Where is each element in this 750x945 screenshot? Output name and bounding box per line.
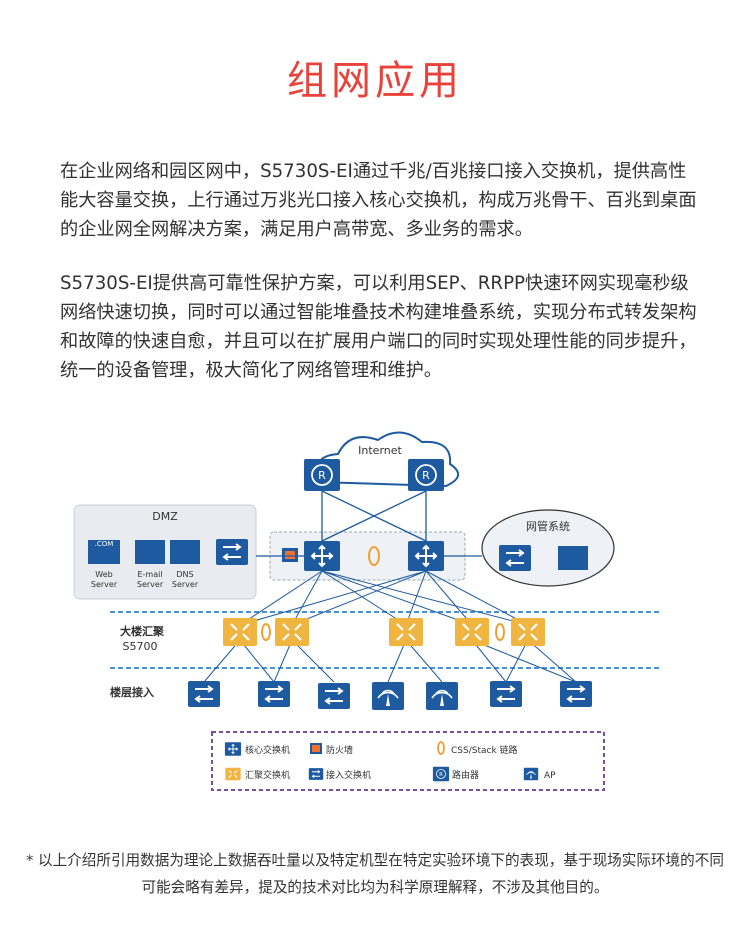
web-server-icon bbox=[88, 540, 120, 564]
svg-text:路由器: 路由器 bbox=[452, 769, 479, 781]
router-icon bbox=[407, 458, 445, 492]
ap-icon bbox=[371, 681, 405, 711]
svg-text:E-mail: E-mail bbox=[137, 570, 162, 579]
svg-text:核心交换机: 核心交换机 bbox=[245, 744, 290, 756]
footnote: * 以上介绍所引用数据为理论上数据吞吐量以及特定机型在特定实验环境下的表现，基于… bbox=[26, 852, 724, 896]
svg-text:Server: Server bbox=[137, 580, 164, 589]
core-switch-icon bbox=[407, 540, 445, 572]
svg-text:接入交换机: 接入交换机 bbox=[326, 769, 371, 781]
legend: 核心交换机 防火墙 CSS/Stack 链路 汇聚交换机 接入交换机 路由器 A… bbox=[211, 731, 605, 791]
svg-text:Server: Server bbox=[172, 580, 199, 589]
access-switch-icon bbox=[317, 682, 351, 710]
access-switch-icon bbox=[187, 680, 221, 708]
internet-label: Internet bbox=[358, 444, 402, 457]
css-stack-link-icon bbox=[368, 546, 380, 566]
dmz-switch-icon bbox=[215, 538, 249, 566]
svg-text:防火墙: 防火墙 bbox=[326, 744, 353, 756]
dns-server-icon bbox=[170, 540, 200, 564]
page-title: 组网应用 bbox=[287, 58, 463, 104]
svg-text:汇聚交换机: 汇聚交换机 bbox=[245, 769, 290, 781]
aggregation-switch-icon bbox=[221, 616, 259, 648]
svg-text:Server: Server bbox=[91, 580, 118, 589]
dmz-zone: DMZ .COM Web Server E-mail Server DNS Se… bbox=[73, 504, 257, 600]
access-switch-icon bbox=[257, 680, 291, 708]
svg-text:DNS: DNS bbox=[176, 570, 193, 579]
management-system: 网管系统 bbox=[481, 509, 615, 587]
intro-paragraph: 在企业网络和园区网中，S5730S-EI通过千兆/百兆接口接入交换机，提供高性能… bbox=[60, 161, 697, 240]
router-icon bbox=[303, 458, 341, 492]
access-label: 楼层接入 bbox=[110, 685, 154, 699]
svg-text:CSS/Stack 链路: CSS/Stack 链路 bbox=[451, 744, 518, 756]
svg-text:网管系统: 网管系统 bbox=[526, 519, 570, 533]
mail-server-icon bbox=[135, 540, 165, 564]
aggregation-model: S5700 bbox=[123, 640, 158, 653]
svg-text:.COM: .COM bbox=[95, 540, 114, 548]
svg-text:AP: AP bbox=[544, 771, 556, 781]
svg-text:Web: Web bbox=[95, 570, 112, 579]
access-switch-icon bbox=[489, 680, 523, 708]
aggregation-switch-icon bbox=[509, 616, 547, 648]
aggregation-switch-icon bbox=[387, 616, 425, 648]
aggregation-switch-icon bbox=[453, 616, 491, 648]
network-diagram: R Internet DMZ .COM Web Server E-mail Se… bbox=[73, 431, 660, 791]
aggregation-label: 大楼汇聚 bbox=[120, 624, 165, 638]
reliability-paragraph: S5730S-EI提供高可靠性保护方案，可以利用SEP、RRPP快速环网实现毫秒… bbox=[60, 273, 697, 381]
svg-text:DMZ: DMZ bbox=[152, 510, 178, 523]
core-switch-icon bbox=[303, 540, 341, 572]
aggregation-switch-icon bbox=[273, 616, 311, 648]
ap-icon bbox=[425, 681, 459, 711]
access-switch-icon bbox=[559, 680, 593, 708]
